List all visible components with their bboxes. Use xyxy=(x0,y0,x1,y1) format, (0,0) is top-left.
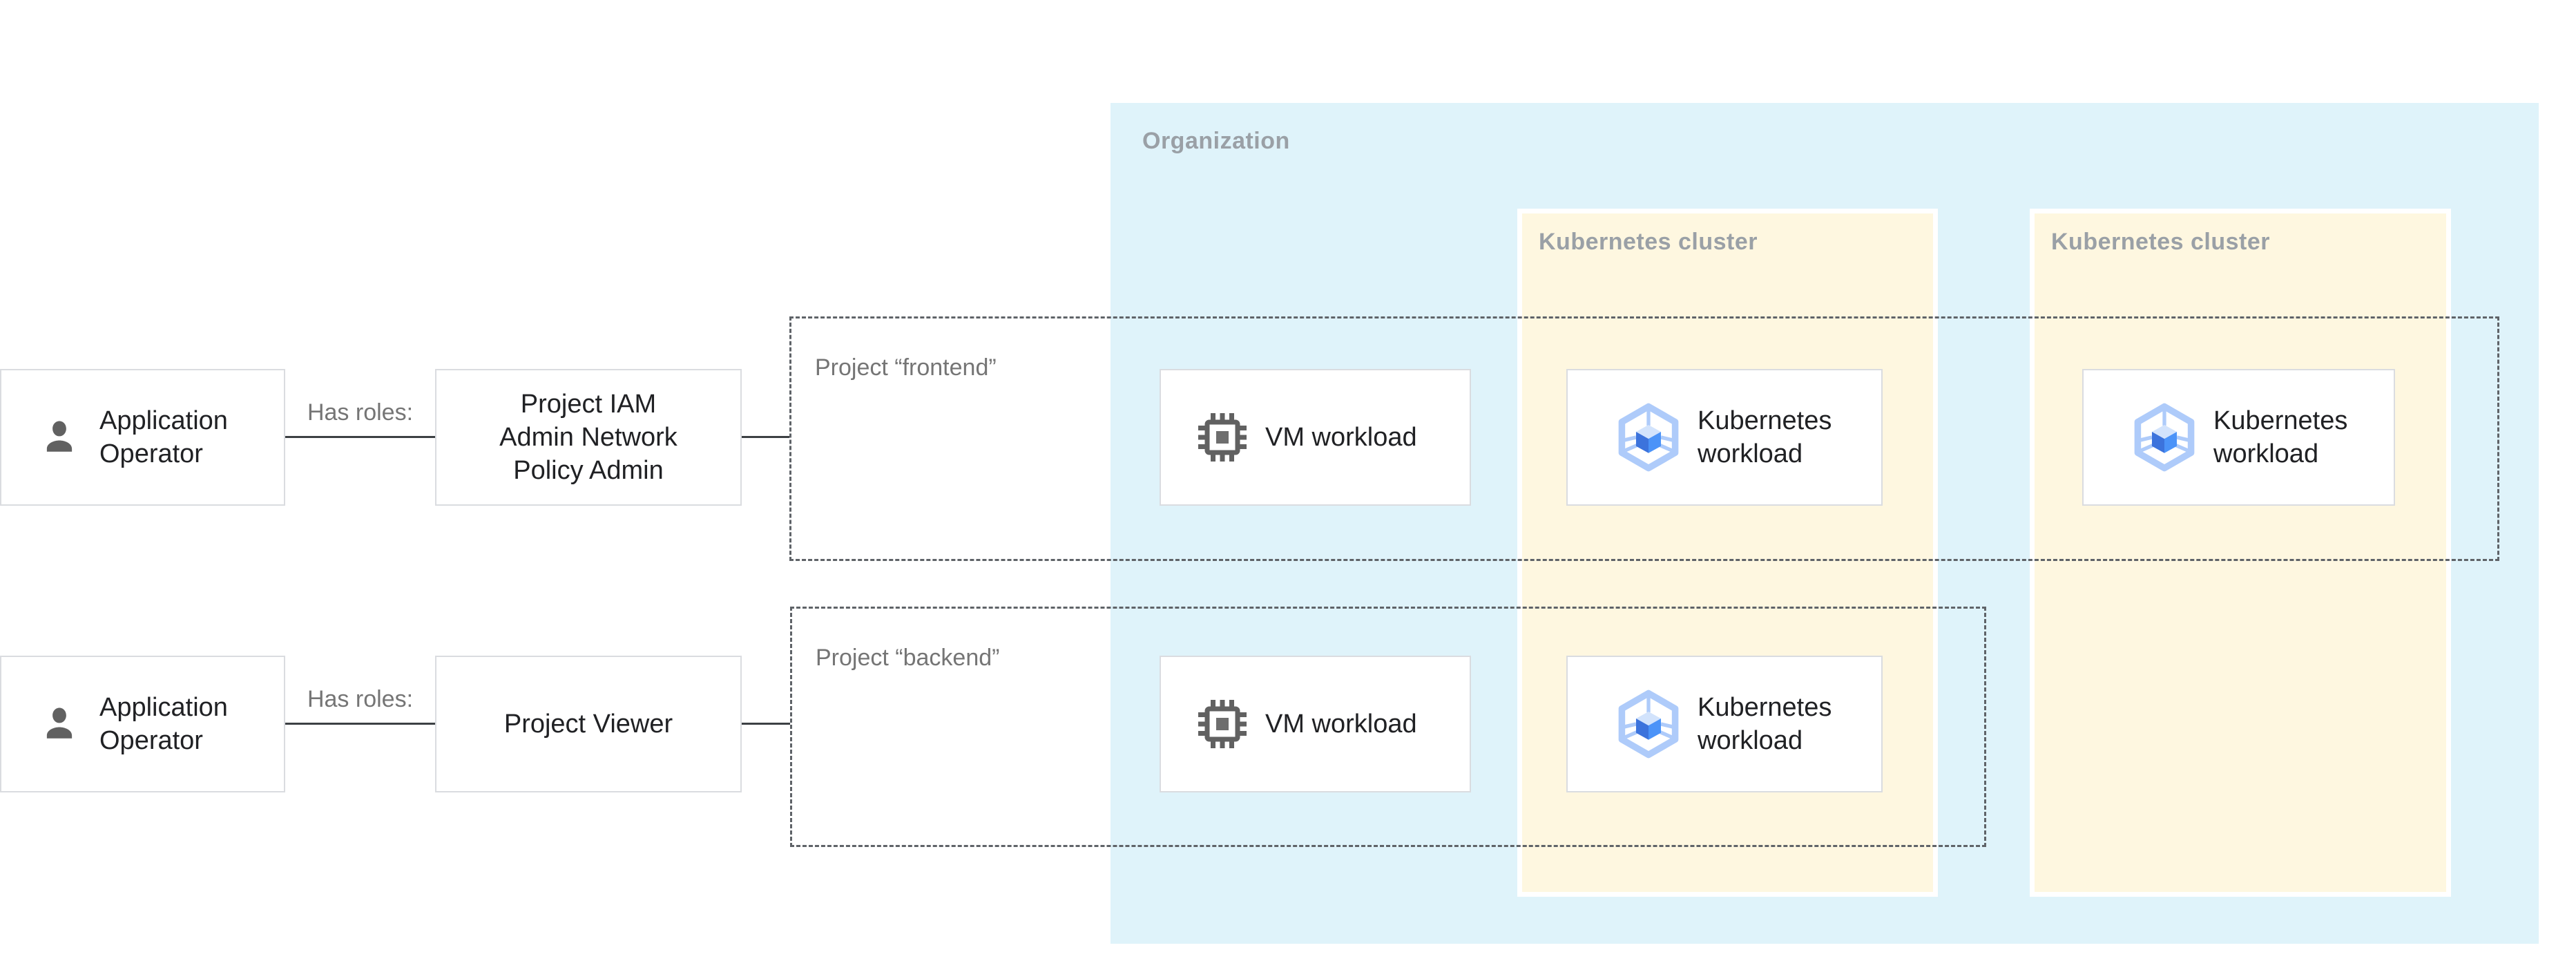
has-roles-label-2: Has roles: xyxy=(307,686,414,712)
workload-label: Kubernetes workload xyxy=(1698,693,1832,755)
actor-application-operator-2: Application Operator xyxy=(0,656,285,792)
project-backend-boundary: Project “backend” xyxy=(790,607,1986,847)
actor-application-operator-1: Application Operator xyxy=(0,369,285,506)
cpu-chip-icon xyxy=(1197,698,1248,750)
role-project-viewer: Project Viewer xyxy=(435,656,742,792)
role-project-iam-admin-network-policy-admin: Project IAM Admin Network Policy Admin xyxy=(435,369,742,506)
workload-label: Kubernetes workload xyxy=(1698,406,1832,468)
connector-actor1-role1 xyxy=(285,436,435,438)
kubernetes-engine-icon xyxy=(1612,401,1685,474)
project-backend-label: Project “backend” xyxy=(816,645,1000,671)
cpu-chip-icon xyxy=(1197,412,1248,463)
workload-frontend-k8s-cluster1: Kubernetes workload xyxy=(1566,369,1883,506)
kubernetes-cluster-1-label: Kubernetes cluster xyxy=(1539,229,1758,255)
workload-label: Kubernetes workload xyxy=(2213,406,2348,468)
actor-label: Application Operator xyxy=(99,406,228,468)
workload-label: VM workload xyxy=(1265,423,1417,452)
connector-role2-backend xyxy=(742,723,790,725)
workload-frontend-vm: VM workload xyxy=(1160,369,1471,506)
role-label: Project Viewer xyxy=(503,710,673,739)
has-roles-label-1: Has roles: xyxy=(307,399,414,426)
actor-label: Application Operator xyxy=(99,693,228,755)
connector-role1-frontend xyxy=(742,436,789,438)
workload-label: VM workload xyxy=(1265,710,1417,739)
role-label: Project IAM Admin Network Policy Admin xyxy=(499,390,677,485)
workload-backend-vm: VM workload xyxy=(1160,656,1471,792)
person-icon xyxy=(37,702,81,746)
connector-actor2-role2 xyxy=(285,723,435,725)
person-icon xyxy=(37,415,81,459)
project-frontend-boundary: Project “frontend” xyxy=(789,316,2499,561)
kubernetes-cluster-2-label: Kubernetes cluster xyxy=(2051,229,2270,255)
kubernetes-cluster-2: Kubernetes cluster xyxy=(2035,213,2446,892)
kubernetes-engine-icon xyxy=(2128,401,2201,474)
organization-label: Organization xyxy=(1142,128,1290,154)
workload-frontend-k8s-cluster2: Kubernetes workload xyxy=(2082,369,2395,506)
kubernetes-engine-icon xyxy=(1612,687,1685,761)
workload-backend-k8s-cluster1: Kubernetes workload xyxy=(1566,656,1883,792)
project-frontend-label: Project “frontend” xyxy=(815,354,997,381)
